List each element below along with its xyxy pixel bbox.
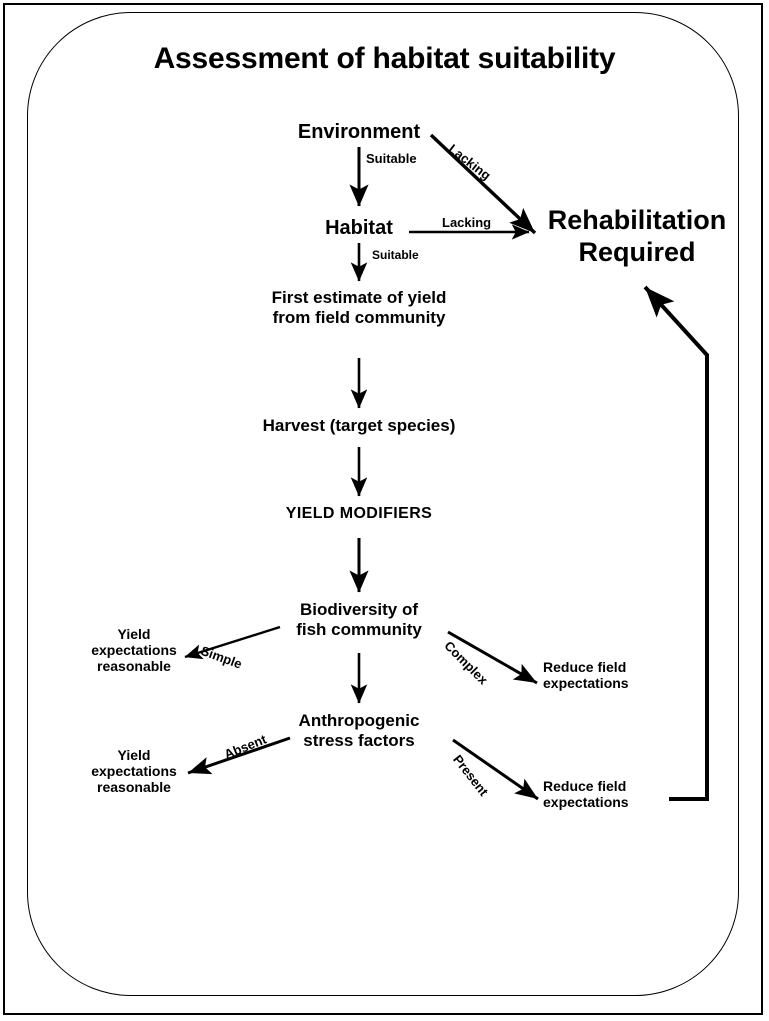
node-anthropogenic-stress-factors: Anthropogenic stress factors [298,711,420,750]
node-reduce-field-expectations-2: Reduce field expectations [543,778,629,811]
node-habitat: Habitat [325,217,393,239]
edge-anthropogenic-reduce-field [452,738,539,801]
edge-label-habitat-lacking: Lacking [442,215,492,230]
edge-anthropogenic-yield-expectations [187,736,291,775]
node-environment: Environment [297,121,421,143]
edge-environment-rehabilitation [429,133,537,235]
edge-biodiversity-yield-expectations [184,625,281,660]
node-first-estimate-of-yield: First estimate of yield from field commu… [271,288,447,327]
node-harvest-target-species: Harvest (target species) [262,416,456,435]
edge-feedback-loop [643,285,709,801]
node-reduce-field-expectations-1: Reduce field expectations [543,659,629,692]
edge-label-environment-suitable: Suitable [366,151,417,166]
node-yield-modifiers: YIELD MODIFIERS [285,505,433,522]
edge-label-habitat-suitable: Suitable [372,248,419,262]
node-yield-expectations-reasonable-2: Yield expectations reasonable [91,747,177,796]
outer-border [3,3,763,1015]
inner-rounded-frame [27,12,739,996]
page-title: Assessment of habitat suitability [153,42,616,75]
node-biodiversity-fish-community: Biodiversity of fish community [296,600,422,639]
edge-biodiversity-reduce-field [447,630,538,685]
node-yield-expectations-reasonable-1: Yield expectations reasonable [91,626,177,675]
node-rehabilitation-required: Rehabilitation Required [547,205,727,267]
